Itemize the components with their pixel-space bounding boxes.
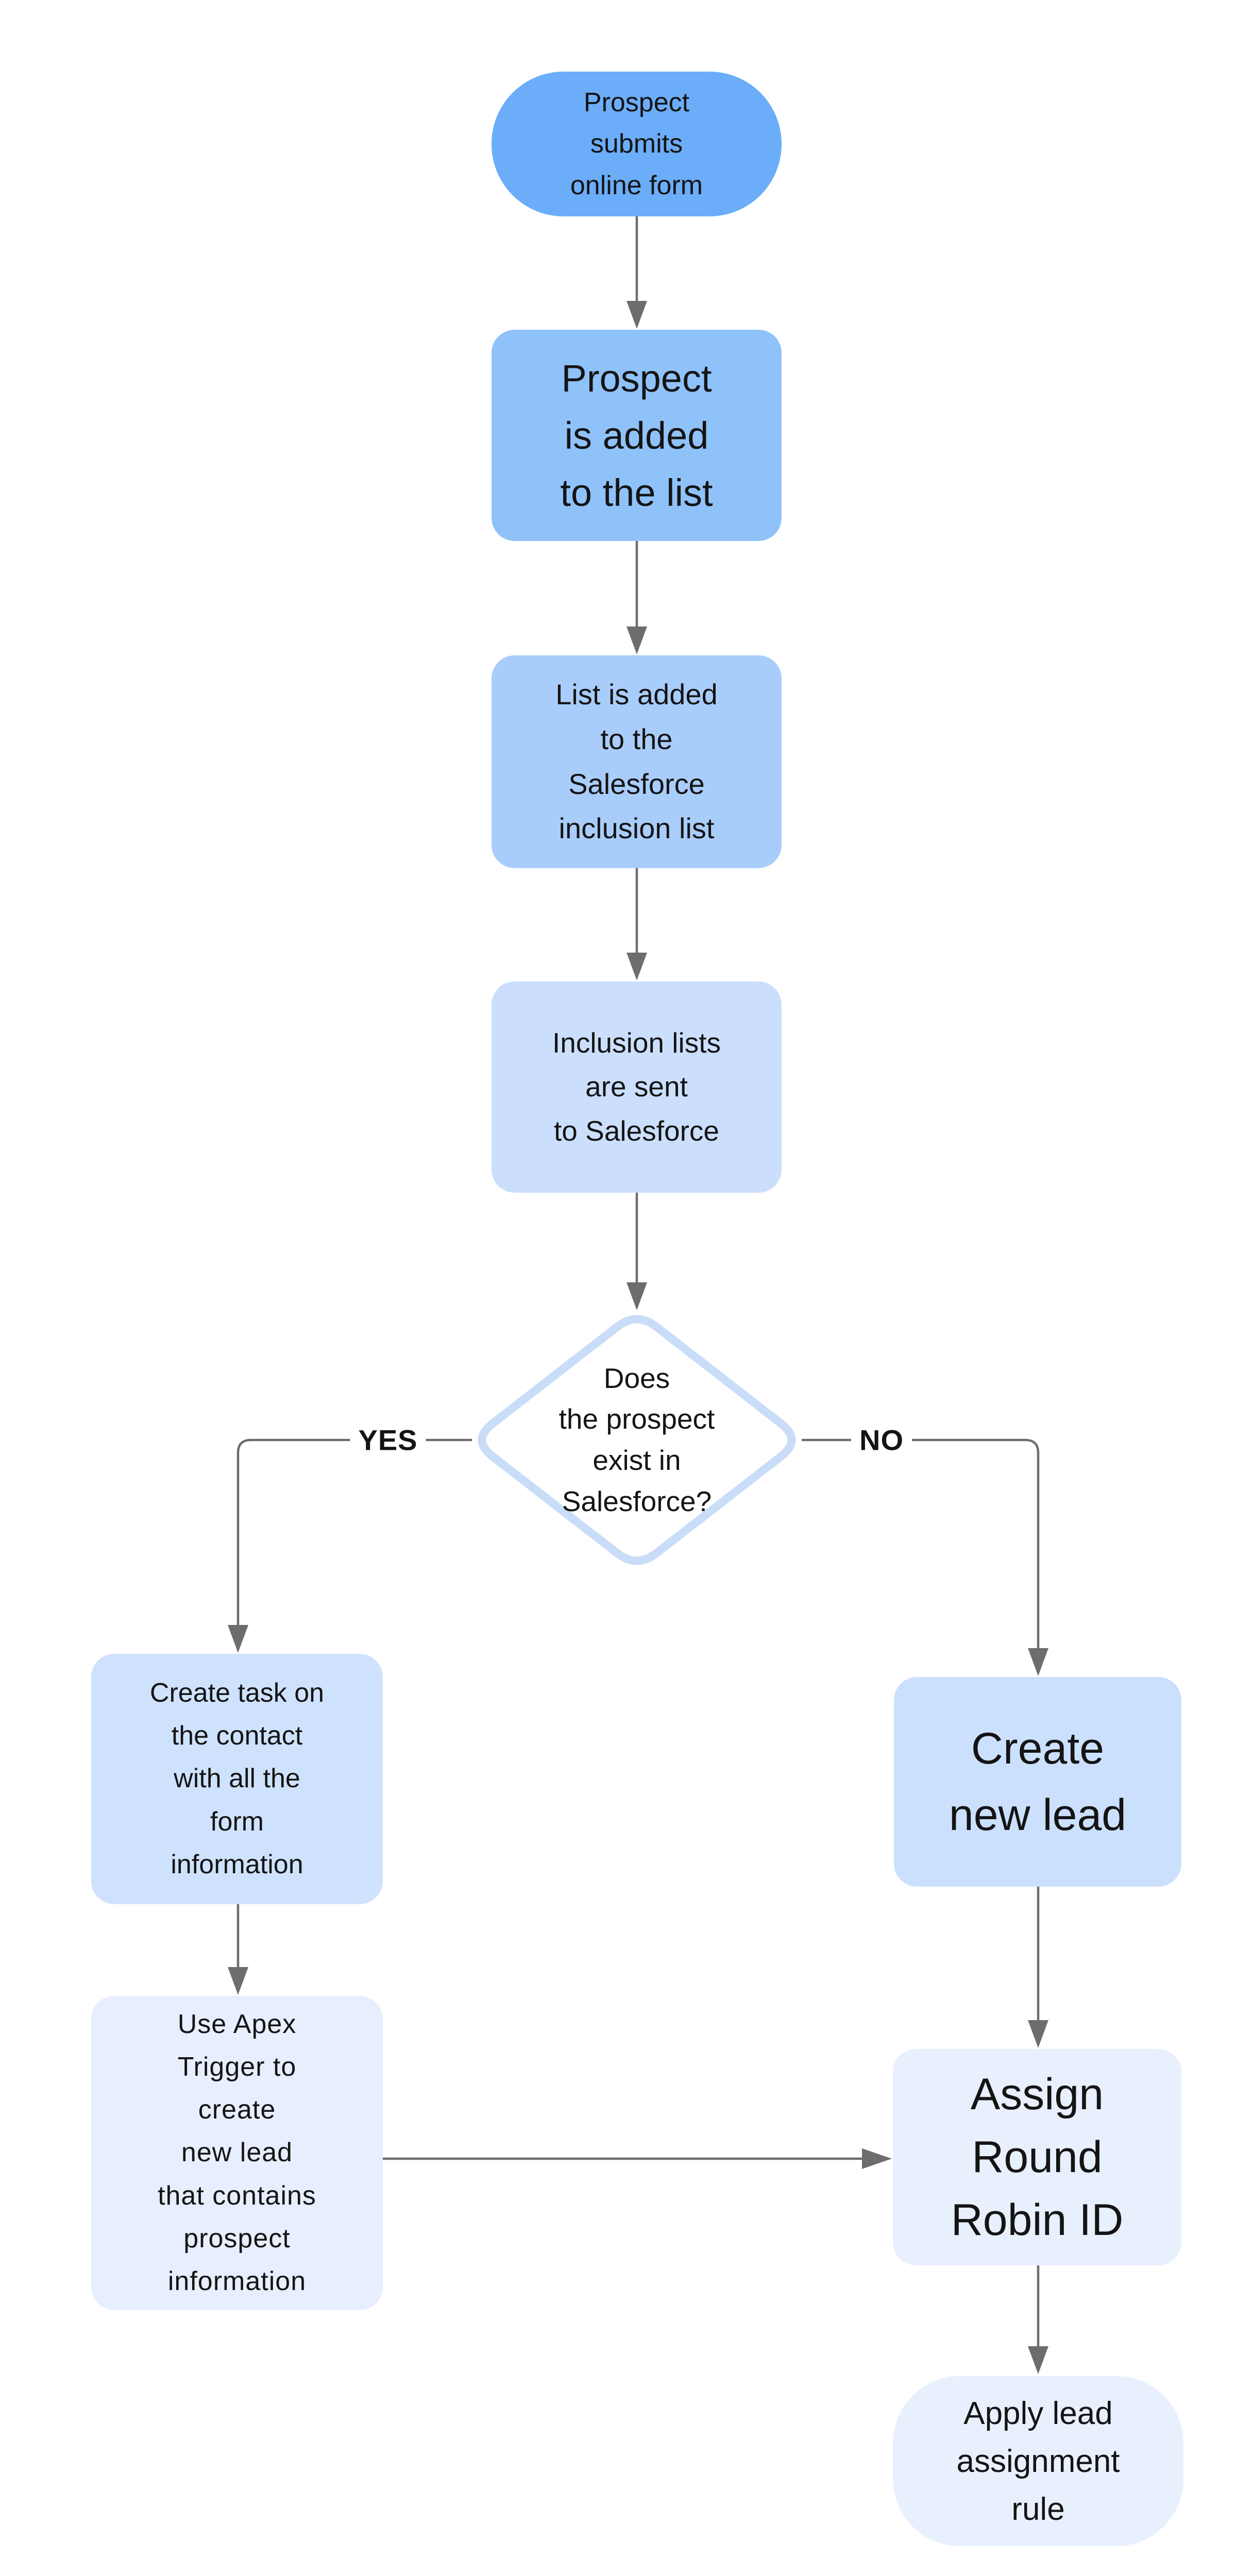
process-node-apex-trigger: Use Apex Trigger to create new lead that… — [91, 1996, 383, 2310]
process-node-prospect-added: Prospect is added to the list — [492, 330, 782, 541]
decision-diamond-shape — [478, 1315, 796, 1565]
flow-arrowheads — [228, 301, 1048, 2374]
arrowhead-icon — [627, 626, 647, 654]
flow-lines — [236, 216, 1040, 2346]
arrowhead-icon — [1028, 2020, 1048, 2048]
process-node-create-task: Create task on the contact with all the … — [91, 1654, 383, 1904]
arrowhead-icon — [1028, 1648, 1048, 1676]
arrowhead-icon — [627, 301, 647, 329]
end-terminator-node-apply-rule: Apply lead assignment rule — [893, 2376, 1183, 2546]
process-node-create-lead: Create new lead — [894, 1677, 1181, 1887]
process-node-list-added: List is added to the Salesforce inclusio… — [492, 655, 782, 868]
process-node-lists-sent: Inclusion lists are sent to Salesforce — [492, 981, 782, 1193]
arrow-decision-yes-to-create-task — [236, 1438, 472, 1625]
start-terminator-node: Prospect submits online form — [492, 72, 782, 216]
arrow-decision-no-to-create-lead — [802, 1438, 1040, 1648]
edge-label-no: NO — [851, 1421, 912, 1459]
arrowhead-icon — [627, 953, 647, 980]
decision-node-prospect-exists: Does the prospect exist in Salesforce? — [558, 1362, 715, 1517]
arrowhead-icon — [228, 1967, 248, 1995]
process-node-round-robin: Assign Round Robin ID — [893, 2049, 1181, 2265]
arrowhead-icon — [862, 2148, 892, 2169]
edge-label-yes: YES — [350, 1421, 426, 1459]
arrowhead-icon — [1028, 2346, 1048, 2374]
arrowhead-icon — [627, 1282, 647, 1310]
arrowhead-icon — [228, 1625, 248, 1653]
